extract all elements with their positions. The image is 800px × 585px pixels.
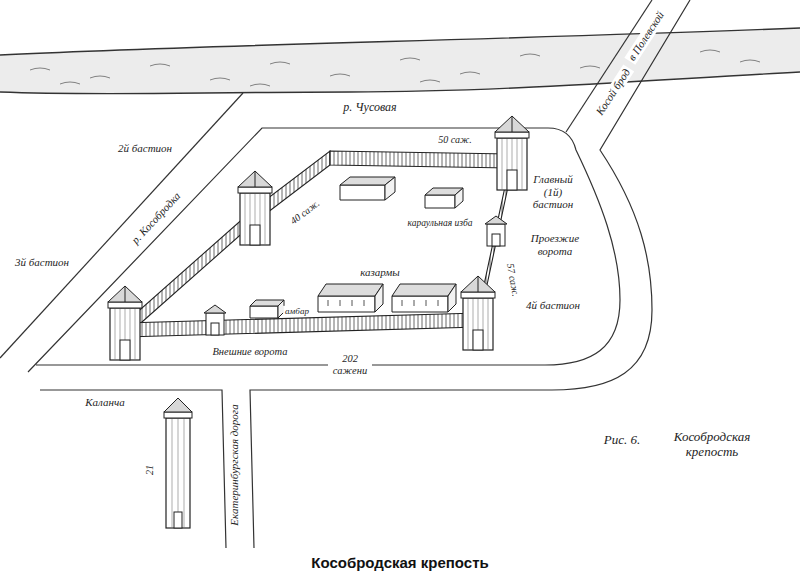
map-label: 40 саж. xyxy=(287,196,324,228)
map-label: р. Чусовая xyxy=(341,101,398,115)
bastions xyxy=(108,116,529,360)
map-label: 4й бастион xyxy=(524,299,582,312)
watch-tower xyxy=(164,398,192,528)
map-label: 3й бастион xyxy=(13,256,71,269)
map-label: караульная изба xyxy=(406,218,475,229)
map-label: 202 сажени xyxy=(328,353,372,377)
map-label: Внешние ворота xyxy=(210,346,289,358)
map-label: амбар xyxy=(283,306,311,316)
map-label: Каланча xyxy=(83,396,126,409)
palisade xyxy=(125,151,512,337)
map-label: казармы xyxy=(358,266,402,279)
map-label: Кособродская крепость xyxy=(657,430,767,460)
map-label: Екатеринбургская дорога xyxy=(228,402,241,527)
caption: Кособродская крепость xyxy=(311,554,488,571)
map-label: 2й бастион xyxy=(116,142,174,155)
map-label: 21 xyxy=(144,463,156,477)
map-label: Рис. 6. xyxy=(602,433,642,448)
map-label: Главный (1й) бастион xyxy=(529,173,577,211)
river xyxy=(0,28,800,94)
map-label: 50 саж. xyxy=(436,134,473,146)
roads xyxy=(0,0,690,548)
map-label: Проезжие ворота xyxy=(524,232,586,257)
map-label: 57 саж. xyxy=(504,261,522,300)
